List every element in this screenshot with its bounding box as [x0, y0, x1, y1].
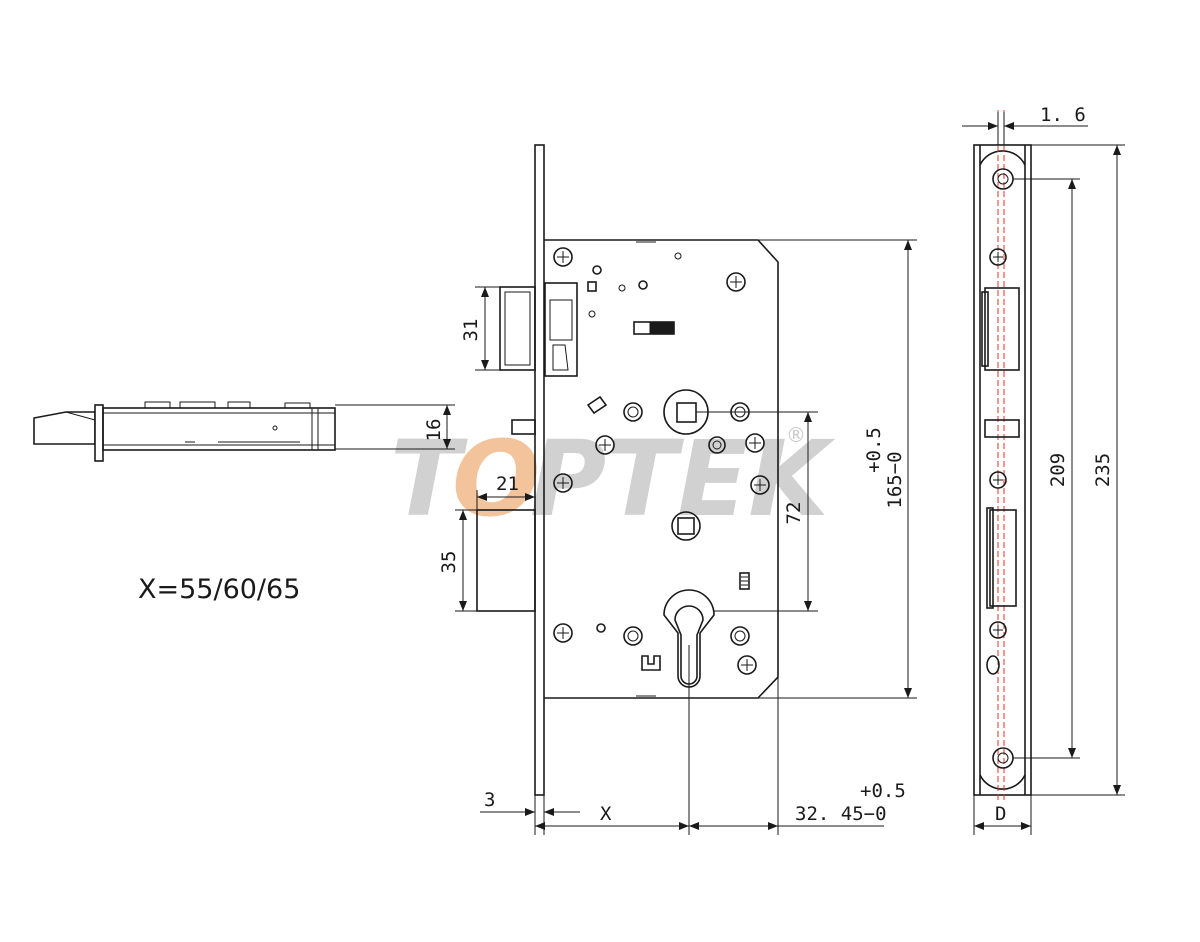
dim-x: X	[600, 803, 612, 825]
dim-16: 16	[423, 419, 445, 442]
dim-72: 72	[783, 502, 805, 525]
watermark-t: T	[390, 418, 468, 540]
dim-35: 35	[438, 551, 460, 574]
watermark-ptek: PTEK	[530, 418, 836, 540]
dim-165-tol: +0.5	[863, 427, 885, 473]
dim-32-tol: +0.5	[860, 780, 906, 802]
registered-mark: ®	[786, 423, 806, 447]
brand-watermark: T O PTEK ®	[390, 418, 836, 540]
lock-case	[544, 239, 779, 699]
faceplate-view: 1. 6 209 235 D	[962, 104, 1125, 835]
x-options-note: X=55/60/65	[138, 574, 300, 605]
cylinder-cutout	[674, 605, 704, 685]
dim-3: 3	[484, 789, 495, 811]
dim-209: 209	[1047, 453, 1069, 487]
dim-31: 31	[460, 319, 482, 342]
dim-1-6: 1. 6	[1040, 104, 1086, 126]
side-body	[102, 407, 336, 451]
dim-d: D	[995, 803, 1006, 825]
front-forend	[534, 144, 545, 796]
dim-21: 21	[496, 473, 519, 495]
side-latch-tip	[33, 411, 96, 445]
dim-235: 235	[1092, 453, 1114, 487]
dim-165: 165−0	[884, 451, 906, 508]
faceplate-outline	[973, 144, 1032, 796]
side-forend	[94, 404, 104, 462]
side-view: 16	[33, 401, 455, 462]
dim-32: 32. 45−0	[795, 803, 887, 825]
front-view: 31 21 35 72 +0.5 165−0 3	[438, 144, 917, 835]
dead-bolt	[476, 509, 536, 612]
